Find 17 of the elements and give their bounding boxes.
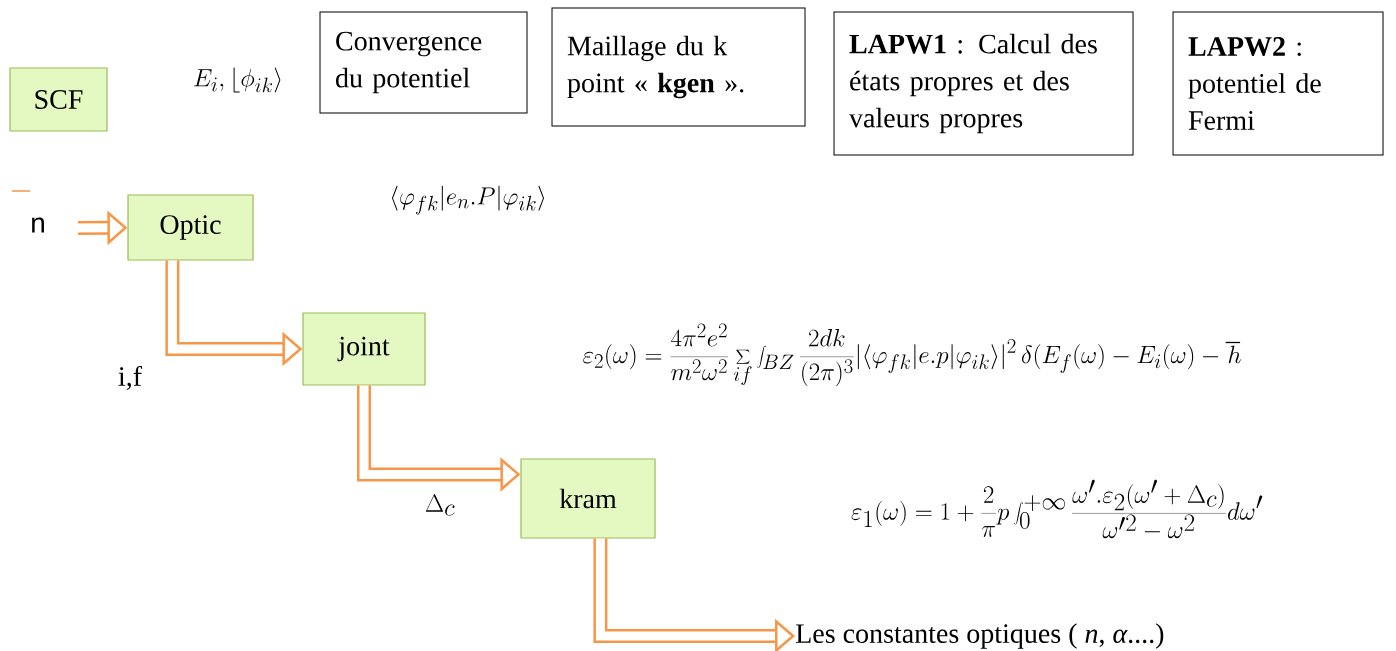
block-arrow (593, 538, 795, 651)
process-box: Optic (127, 194, 254, 261)
symbol-label: n (32, 217, 44, 233)
formula: $E_i,\lfloor\phi_{ik}\rangle$ (194, 67, 281, 93)
formula: $\langle\varphi_{fk}|e_n.P|\varphi_{ik}\rangle$ (391, 185, 544, 215)
note-box: Convergence du potentiel (319, 11, 528, 114)
note-box: LAPW1 : Calcul des états propres et des valeurs propres (833, 11, 1134, 156)
note-box: Maillage du k point « kgen ». (551, 7, 806, 127)
symbol-label: i,f (118, 366, 143, 390)
process-box: kram (520, 458, 656, 539)
note-box: LAPW2 : potentiel de Fermi (1172, 11, 1384, 156)
result-text: Les constantes optiques ( n, α....) (796, 623, 1164, 649)
process-box: joint (302, 312, 426, 386)
process-box: SCF (9, 67, 108, 132)
formula: $\varepsilon_2(\omega)=\frac{4\pi^2e^2}{m^2\omega^2}\sum_{if}\int_{BZ}\frac{2dk}{(2\pi)^3}|\langle\varphi_{fk}|e.p|\varphi_{ik}\rangle|^2\,\delta(E_f(\omega)-E_i(\omega)-\hbar$ (583, 323, 1241, 387)
formula: $\Delta_c$ (425, 494, 455, 516)
formula: $\varepsilon_1(\omega)=1+\frac{2}{\pi}p\int_0^{+\infty}\frac{\omega'.\varepsilon_2(\omega'+\Delta_c)}{\omega'^2-\omega^2}d\omega'$ (851, 479, 1263, 539)
